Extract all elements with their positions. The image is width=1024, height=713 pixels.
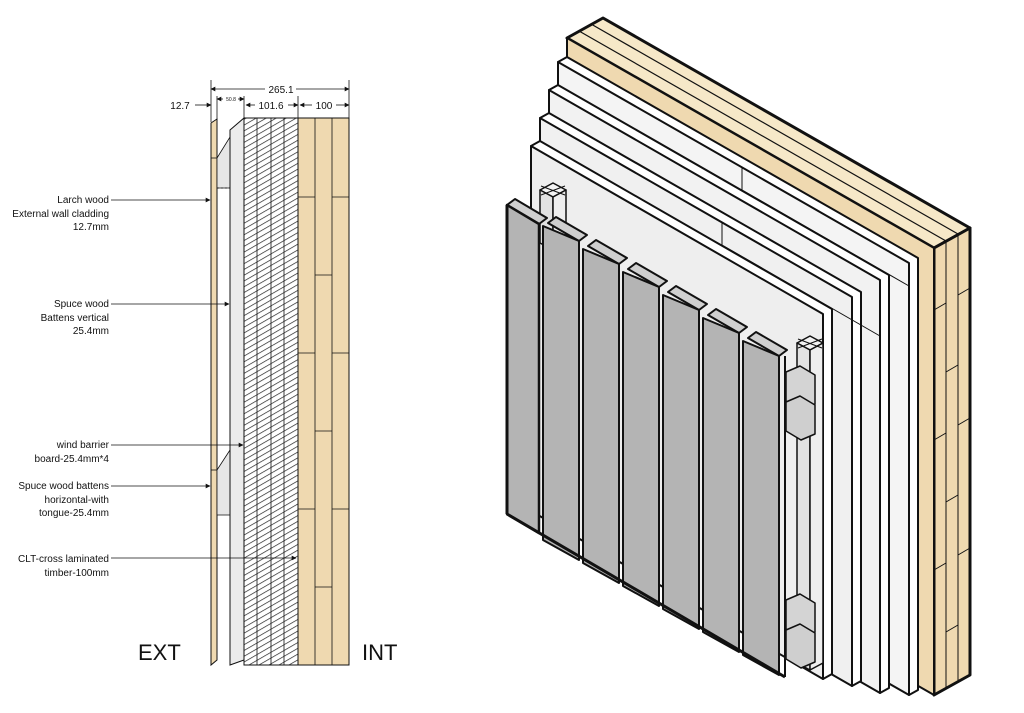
svg-text:Larch wood: Larch wood <box>57 195 109 206</box>
svg-text:horizontal-with: horizontal-with <box>45 495 109 506</box>
label-clt: CLT-cross laminated timber-100mm <box>18 554 109 579</box>
svg-text:Battens vertical: Battens vertical <box>41 313 109 324</box>
svg-text:Spuce wood: Spuce wood <box>54 299 109 310</box>
dim-total: 265.1 <box>268 85 293 96</box>
svg-text:12.7mm: 12.7mm <box>73 222 109 233</box>
svg-text:25.4mm: 25.4mm <box>73 326 109 337</box>
dim-barrier: 101.6 <box>258 101 283 112</box>
wall-section: 265.1 12.7 50.8 101.6 100 Larch wood Ext… <box>12 80 397 667</box>
label-larch: Larch wood External wall cladding 12.7mm <box>12 195 109 233</box>
lower-batten-wedge <box>216 448 231 516</box>
label-horizontal-battens: Spuce wood battens horizontal-with tongu… <box>18 481 109 519</box>
label-wind-barrier: wind barrier board-25.4mm*4 <box>35 440 110 465</box>
svg-text:CLT-cross laminated: CLT-cross laminated <box>18 554 109 565</box>
clt-layer <box>297 117 350 666</box>
ext-label: EXT <box>138 640 181 665</box>
svg-text:wind barrier: wind barrier <box>56 440 110 451</box>
svg-text:timber-100mm: timber-100mm <box>45 568 109 579</box>
larch-cladding-layer <box>210 118 218 667</box>
dim-cladding: 12.7 <box>170 101 190 112</box>
axonometric-view <box>505 16 972 697</box>
upper-batten-wedge <box>216 135 231 189</box>
leader-lines <box>111 197 297 561</box>
svg-text:External wall cladding: External wall cladding <box>12 209 109 220</box>
svg-text:tongue-25.4mm: tongue-25.4mm <box>39 508 109 519</box>
label-battens: Spuce wood Battens vertical 25.4mm <box>41 299 109 337</box>
dimension-lines <box>195 80 350 122</box>
dim-batten: 50.8 <box>226 97 236 103</box>
spruce-battens-layer <box>229 116 245 666</box>
svg-text:Spuce wood battens: Spuce wood battens <box>18 481 109 492</box>
int-label: INT <box>362 640 397 665</box>
svg-text:board-25.4mm*4: board-25.4mm*4 <box>35 454 110 465</box>
axo-larch-cladding <box>505 198 788 679</box>
dim-clt: 100 <box>316 101 333 112</box>
